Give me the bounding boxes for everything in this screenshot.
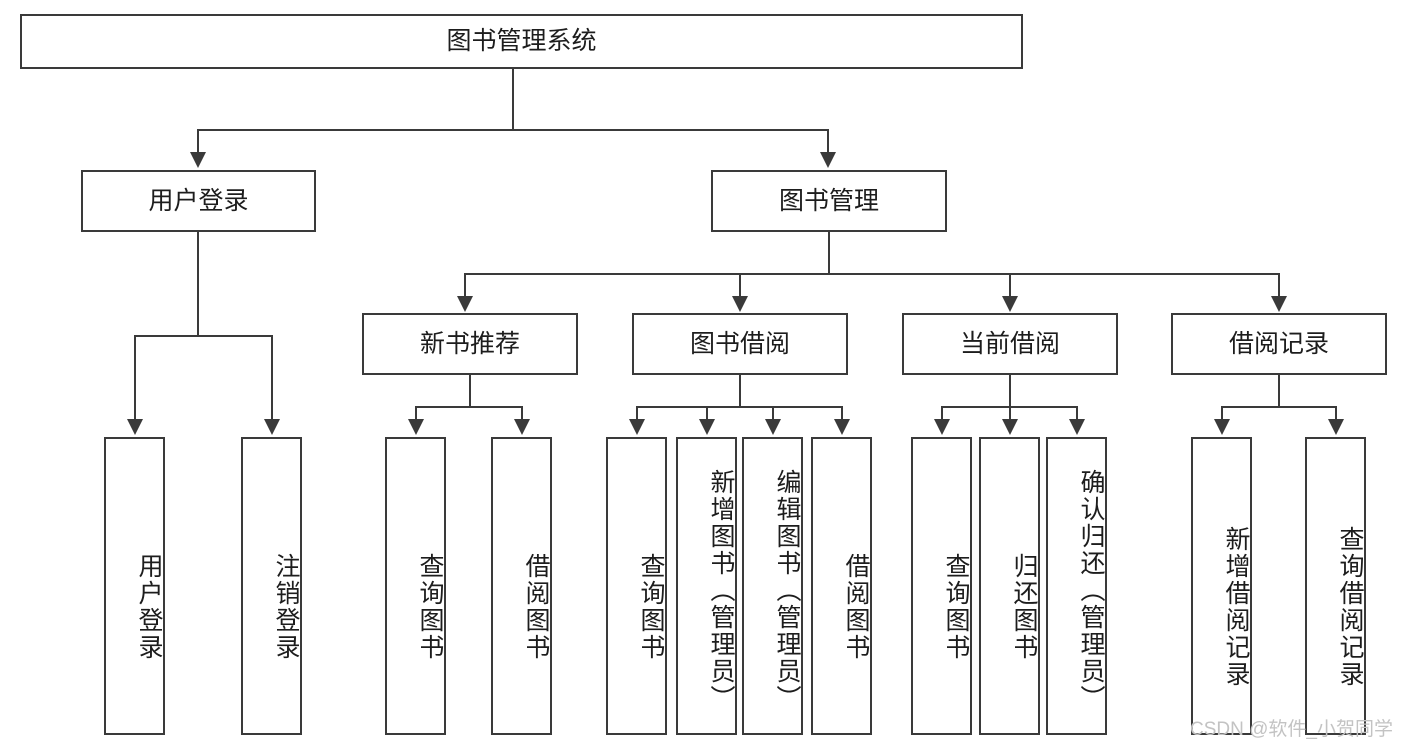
arrow-to-leaf-query-book-3 [934,419,950,435]
arrow-to-leaf-edit-book [765,419,781,435]
connector-level3-drop-4 [1278,273,1280,298]
connector-level3-drop-3 [1009,273,1011,298]
connector-new-book-drop-2 [521,406,523,421]
leaf-return-book[interactable]: 归还图书 [979,437,1040,735]
node-label: 图书借阅 [689,329,790,358]
connector-book-borrow-drop-4 [841,406,843,421]
node-label: 用户登录 [148,186,249,215]
connector-user-login-drop-1 [134,335,136,421]
node-label: 图书管理 [778,186,879,215]
node-label: 归还图书 [1010,553,1038,661]
leaf-add-book[interactable]: 新增图书（管理员） [676,437,737,735]
arrow-to-leaf-confirm-return [1069,419,1085,435]
leaf-query-book-borrow[interactable]: 查询图书 [606,437,667,735]
node-current-borrow[interactable]: 当前借阅 [902,313,1118,375]
node-label: 新增借阅记录 [1222,526,1250,688]
connector-book-borrow-bar [636,406,843,408]
connector-current-borrow-drop-3 [1076,406,1078,421]
arrow-to-leaf-query-record [1328,419,1344,435]
arrow-to-leaf-query-book-2 [629,419,645,435]
connector-borrow-record-drop-2 [1335,406,1337,421]
connector-level3-drop-2 [739,273,741,298]
connector-book-borrow-drop-3 [772,406,774,421]
connector-current-borrow-stem [1009,375,1011,407]
arrow-to-leaf-return-book [1002,419,1018,435]
node-label: 查询图书 [942,553,970,661]
leaf-confirm-return[interactable]: 确认归还（管理员） [1046,437,1107,735]
connector-book-management-bar [464,273,1280,275]
arrow-to-leaf-add-record [1214,419,1230,435]
node-label: 借阅记录 [1228,329,1329,358]
arrow-to-borrow-record [1271,296,1287,312]
connector-borrow-record-stem [1278,375,1280,407]
connector-new-book-stem [469,375,471,407]
leaf-query-borrow-record[interactable]: 查询借阅记录 [1305,437,1366,735]
node-label: 注销登录 [272,553,300,661]
node-borrow-record[interactable]: 借阅记录 [1171,313,1387,375]
node-label: 借阅图书 [522,553,550,661]
connector-user-login-drop-2 [271,335,273,421]
csdn-watermark: CSDN @软件_小贺同学 [1190,719,1393,740]
arrow-to-leaf-query-book-1 [408,419,424,435]
arrow-to-leaf-borrow-book-1 [514,419,530,435]
connector-root-drop-left [197,129,199,154]
connector-root-drop-right [827,129,829,154]
connector-book-management-stem [828,232,830,274]
connector-user-login-bar [134,335,273,337]
leaf-user-login[interactable]: 用户登录 [104,437,165,735]
connector-current-borrow-drop-2 [1009,406,1011,421]
connector-user-login-stem [197,232,199,336]
node-label: 新书推荐 [419,329,520,358]
connector-borrow-record-bar [1221,406,1337,408]
connector-new-book-bar [415,406,523,408]
node-label: 借阅图书 [842,553,870,661]
connector-book-borrow-drop-2 [706,406,708,421]
arrow-to-leaf-user-login [127,419,143,435]
leaf-query-book-recommend[interactable]: 查询图书 [385,437,446,735]
node-label: 当前借阅 [959,329,1060,358]
node-user-login[interactable]: 用户登录 [81,170,316,232]
arrow-to-leaf-logout [264,419,280,435]
connector-borrow-record-drop-1 [1221,406,1223,421]
node-label: 查询图书 [416,553,444,661]
node-book-management[interactable]: 图书管理 [711,170,947,232]
node-label: 确认归还（管理员） [1077,468,1105,712]
leaf-query-book-current[interactable]: 查询图书 [911,437,972,735]
node-new-book-recommend[interactable]: 新书推荐 [362,313,578,375]
node-book-borrow[interactable]: 图书借阅 [632,313,848,375]
connector-book-borrow-drop-1 [636,406,638,421]
connector-book-borrow-stem [739,375,741,407]
node-label: 查询图书 [637,553,665,661]
node-label: 图书管理系统 [446,27,597,56]
leaf-logout[interactable]: 注销登录 [241,437,302,735]
connector-root-bar [197,129,829,131]
connector-level3-drop-1 [464,273,466,298]
node-book-management-system[interactable]: 图书管理系统 [20,14,1023,69]
node-label: 用户登录 [135,553,163,661]
node-label: 查询借阅记录 [1336,526,1364,688]
arrow-to-new-book-recommend [457,296,473,312]
connector-current-borrow-drop-1 [941,406,943,421]
connector-new-book-drop-1 [415,406,417,421]
arrow-to-leaf-add-book [699,419,715,435]
leaf-borrow-book[interactable]: 借阅图书 [811,437,872,735]
arrow-to-book-borrow [732,296,748,312]
arrow-to-current-borrow [1002,296,1018,312]
arrow-to-book-management [820,152,836,168]
leaf-add-borrow-record[interactable]: 新增借阅记录 [1191,437,1252,735]
arrow-to-leaf-borrow-book-2 [834,419,850,435]
node-label: 编辑图书（管理员） [773,468,801,712]
leaf-borrow-book-recommend[interactable]: 借阅图书 [491,437,552,735]
leaf-edit-book[interactable]: 编辑图书（管理员） [742,437,803,735]
arrow-to-user-login [190,152,206,168]
connector-root-stem [512,69,514,130]
node-label: 新增图书（管理员） [707,468,735,712]
